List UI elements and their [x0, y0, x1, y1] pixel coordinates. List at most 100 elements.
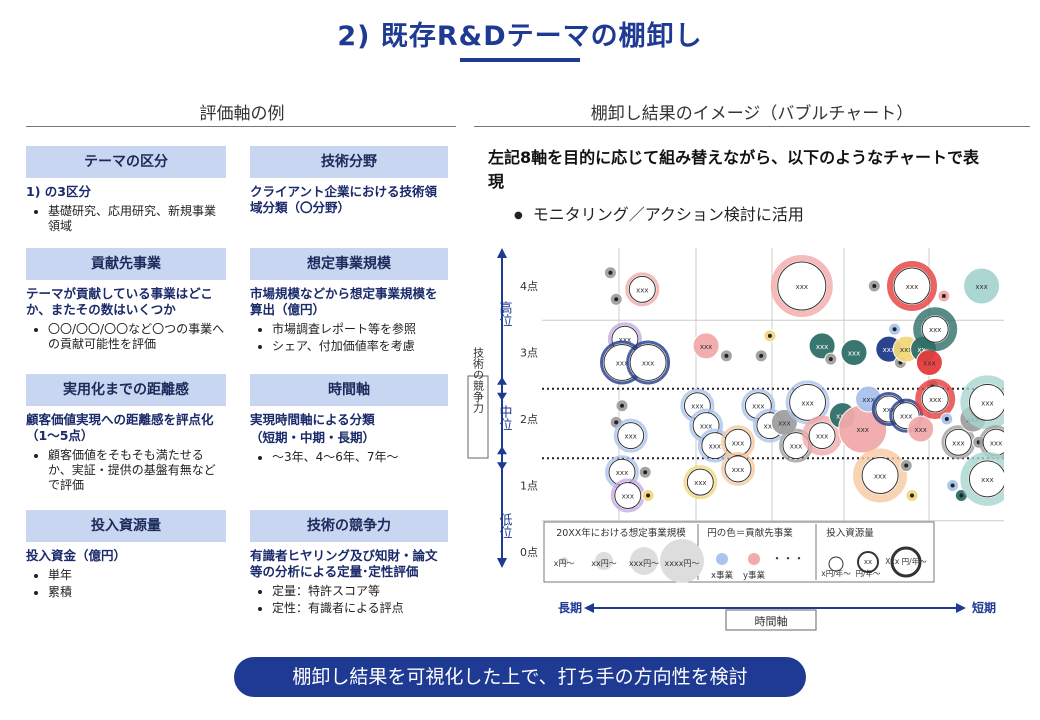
bubble: [629, 343, 667, 381]
bubble-label: xxx: [856, 426, 868, 434]
bubble: [686, 468, 714, 496]
legend-ring-inner: xx: [864, 558, 872, 566]
card-bullets: 定量：特許スコア等定性：有識者による評点: [250, 584, 448, 616]
bubble: [840, 339, 868, 366]
bubble: [628, 275, 656, 303]
legend-ring-circle: [828, 556, 844, 572]
bubble-dot: [608, 270, 613, 275]
bubble-dot: [643, 470, 648, 475]
card-title: 技術分野: [250, 146, 448, 178]
bubble-dot: [646, 493, 651, 498]
card-subtitle: 市場規模などから想定事業規模を算出（億円）: [250, 286, 438, 317]
card-subtitle: 1) の3区分: [26, 184, 91, 199]
bubble-dot: [941, 293, 946, 298]
bubble: [893, 267, 931, 305]
card-bullet: 定量：特許スコア等: [272, 584, 448, 599]
footer-banner: 棚卸し結果を可視化した上で、打ち手の方向性を検討: [234, 657, 806, 697]
card-subtitle: （短期・中期・長期）: [250, 430, 376, 445]
bubble-ring: [683, 465, 718, 500]
bubble-ring: [960, 375, 1004, 430]
bubble-label: xxx: [816, 343, 828, 351]
zone-arrow-up: [497, 376, 507, 385]
card-bullet: シェア、付加価値率を考慮: [272, 339, 448, 354]
bubble-label: xxx: [624, 433, 636, 441]
bubble-ring: [802, 415, 843, 456]
y-axis-arrow-top: [497, 248, 507, 258]
bubble: [921, 385, 949, 413]
card-title: 想定事業規模: [250, 248, 448, 280]
card-subtitle: テーマが貢献している事業はどこか、またその数はいくつか: [26, 286, 213, 317]
card-title: 貢献先事業: [26, 248, 226, 280]
bubble-label: xxx: [929, 326, 941, 334]
legend-ring-circle: [857, 551, 879, 573]
legend-ring-circle: [890, 546, 922, 578]
bubble-label: xxx: [622, 492, 634, 500]
bubble-dot: [872, 284, 877, 288]
card-bullets: 市場調査レポート等を参照シェア、付加価値率を考慮: [250, 322, 448, 354]
bubble-label: xxx: [700, 423, 712, 431]
right-bullet: モニタリング／アクション検討に活用: [514, 201, 804, 225]
legend-size-circle: [595, 552, 613, 570]
bubble-ring: [913, 307, 958, 352]
bubble-label: xxx: [636, 286, 648, 294]
x-axis-label: 時間軸: [755, 614, 788, 628]
card-subtitle: 投入資金（億円）: [26, 548, 127, 563]
legend-size-circle: [560, 557, 568, 565]
card-bullets: 単年累積: [26, 568, 226, 600]
legend-size-title: 20XX年における想定事業規模: [556, 527, 686, 539]
bubble-ring: [887, 261, 937, 311]
legend-color-swatch: [716, 553, 728, 565]
legend-size-circle: [630, 547, 658, 575]
bubble-label: xxx: [981, 399, 993, 407]
bubble-label: xxx: [691, 403, 703, 411]
card-7: 技術の競争力有識者ヒヤリング及び知財・論文等の分析による定量･定性評価定量：特許…: [250, 510, 448, 618]
card-title: 投入資源量: [26, 510, 226, 542]
bubble-dot: [892, 327, 897, 332]
bubble-label: xxx: [990, 439, 1002, 447]
bubble: [777, 261, 827, 311]
bubble-dot: [620, 403, 624, 408]
page-title: 2) 既存R&Dテーマの棚卸し: [337, 21, 703, 52]
legend-size-circle: [660, 539, 704, 583]
card-bullets: ～3年、4～6年、7年～: [250, 450, 448, 465]
bubble-ring: [853, 448, 908, 503]
bubble-label: xxx: [752, 403, 764, 411]
right-section-divider: [474, 126, 1030, 127]
bubble-label: xxx: [790, 443, 802, 451]
bubble-label: xxx: [848, 350, 860, 358]
y-zone-label-0: 高位: [497, 300, 513, 327]
bubble-label: xxx: [914, 426, 926, 434]
card-bullet: 顧客価値をそもそも満たせるか、実証・提供の基盤有無などで評価: [48, 448, 226, 493]
bubble-label: xxx: [975, 283, 987, 291]
bubble: [968, 383, 1004, 421]
bubble-label: xxx: [801, 399, 813, 407]
bubble: [944, 428, 972, 456]
bubble: [614, 481, 642, 509]
card-subtitle: クライアント企業における技術領域分類（〇分野）: [250, 184, 438, 215]
card-title: 時間軸: [250, 374, 448, 406]
left-section-divider: [26, 126, 456, 127]
bubble-dot: [910, 493, 914, 498]
bubble-label: xxx: [981, 476, 993, 484]
bubble-label: xxx: [900, 413, 912, 421]
bubble-dot: [759, 353, 764, 358]
bubble-label: xxx: [709, 443, 721, 451]
legend-color-swatch: [748, 553, 760, 565]
legend-size-label: x円～: [554, 559, 575, 568]
card-4: 実用化までの距離感顧客価値実現への距離感を評点化（1～5点）顧客価値をそもそも満…: [26, 374, 226, 495]
bubble: [724, 455, 752, 483]
card-subtitle: 顧客価値実現への距離感を評点化（1～5点）: [26, 412, 214, 443]
legend-size-label: xx円～: [591, 559, 616, 568]
bubble-ring: [915, 379, 956, 420]
card-bullets: 基礎研究、応用研究、新規事業領域: [26, 204, 226, 234]
x-right-label: 短期: [972, 600, 996, 615]
y-tick-label: 0点: [520, 546, 538, 559]
y-zone-label-1: 中位: [497, 405, 513, 431]
bubble-label: xxx: [700, 343, 712, 351]
bubble-label: xxx: [694, 479, 706, 487]
y-axis-label-box: [467, 375, 489, 459]
bubble-dot: [614, 420, 619, 425]
bubble: [808, 332, 836, 360]
